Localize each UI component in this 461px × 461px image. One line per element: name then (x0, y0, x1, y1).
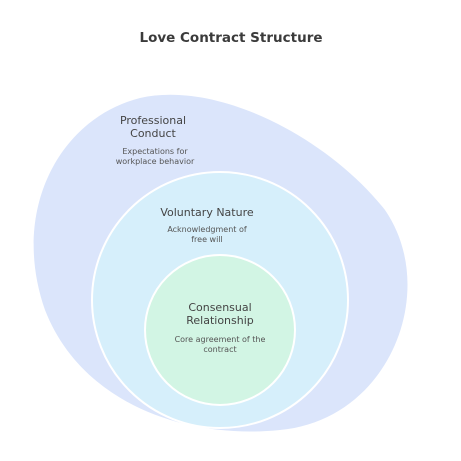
outer-layer-description-line2: workplace behavior (116, 157, 195, 166)
inner-layer-consensual-relationship (144, 254, 296, 406)
inner-layer-description: Core agreement of the (175, 335, 266, 344)
outer-layer-label: Professional (120, 114, 186, 127)
inner-layer-description-line2: contract (203, 345, 236, 354)
diagram-title: Love Contract Structure (139, 30, 322, 46)
middle-layer-description-line2: free will (191, 235, 223, 244)
inner-layer-label: Consensual (188, 301, 251, 314)
middle-layer-description: Acknowledgment of (167, 225, 247, 234)
outer-layer-label-line2: Conduct (130, 127, 176, 140)
outer-layer-description: Expectations for (122, 147, 188, 156)
inner-layer-label-line2: Relationship (186, 314, 254, 327)
middle-layer-label: Voluntary Nature (160, 206, 254, 219)
